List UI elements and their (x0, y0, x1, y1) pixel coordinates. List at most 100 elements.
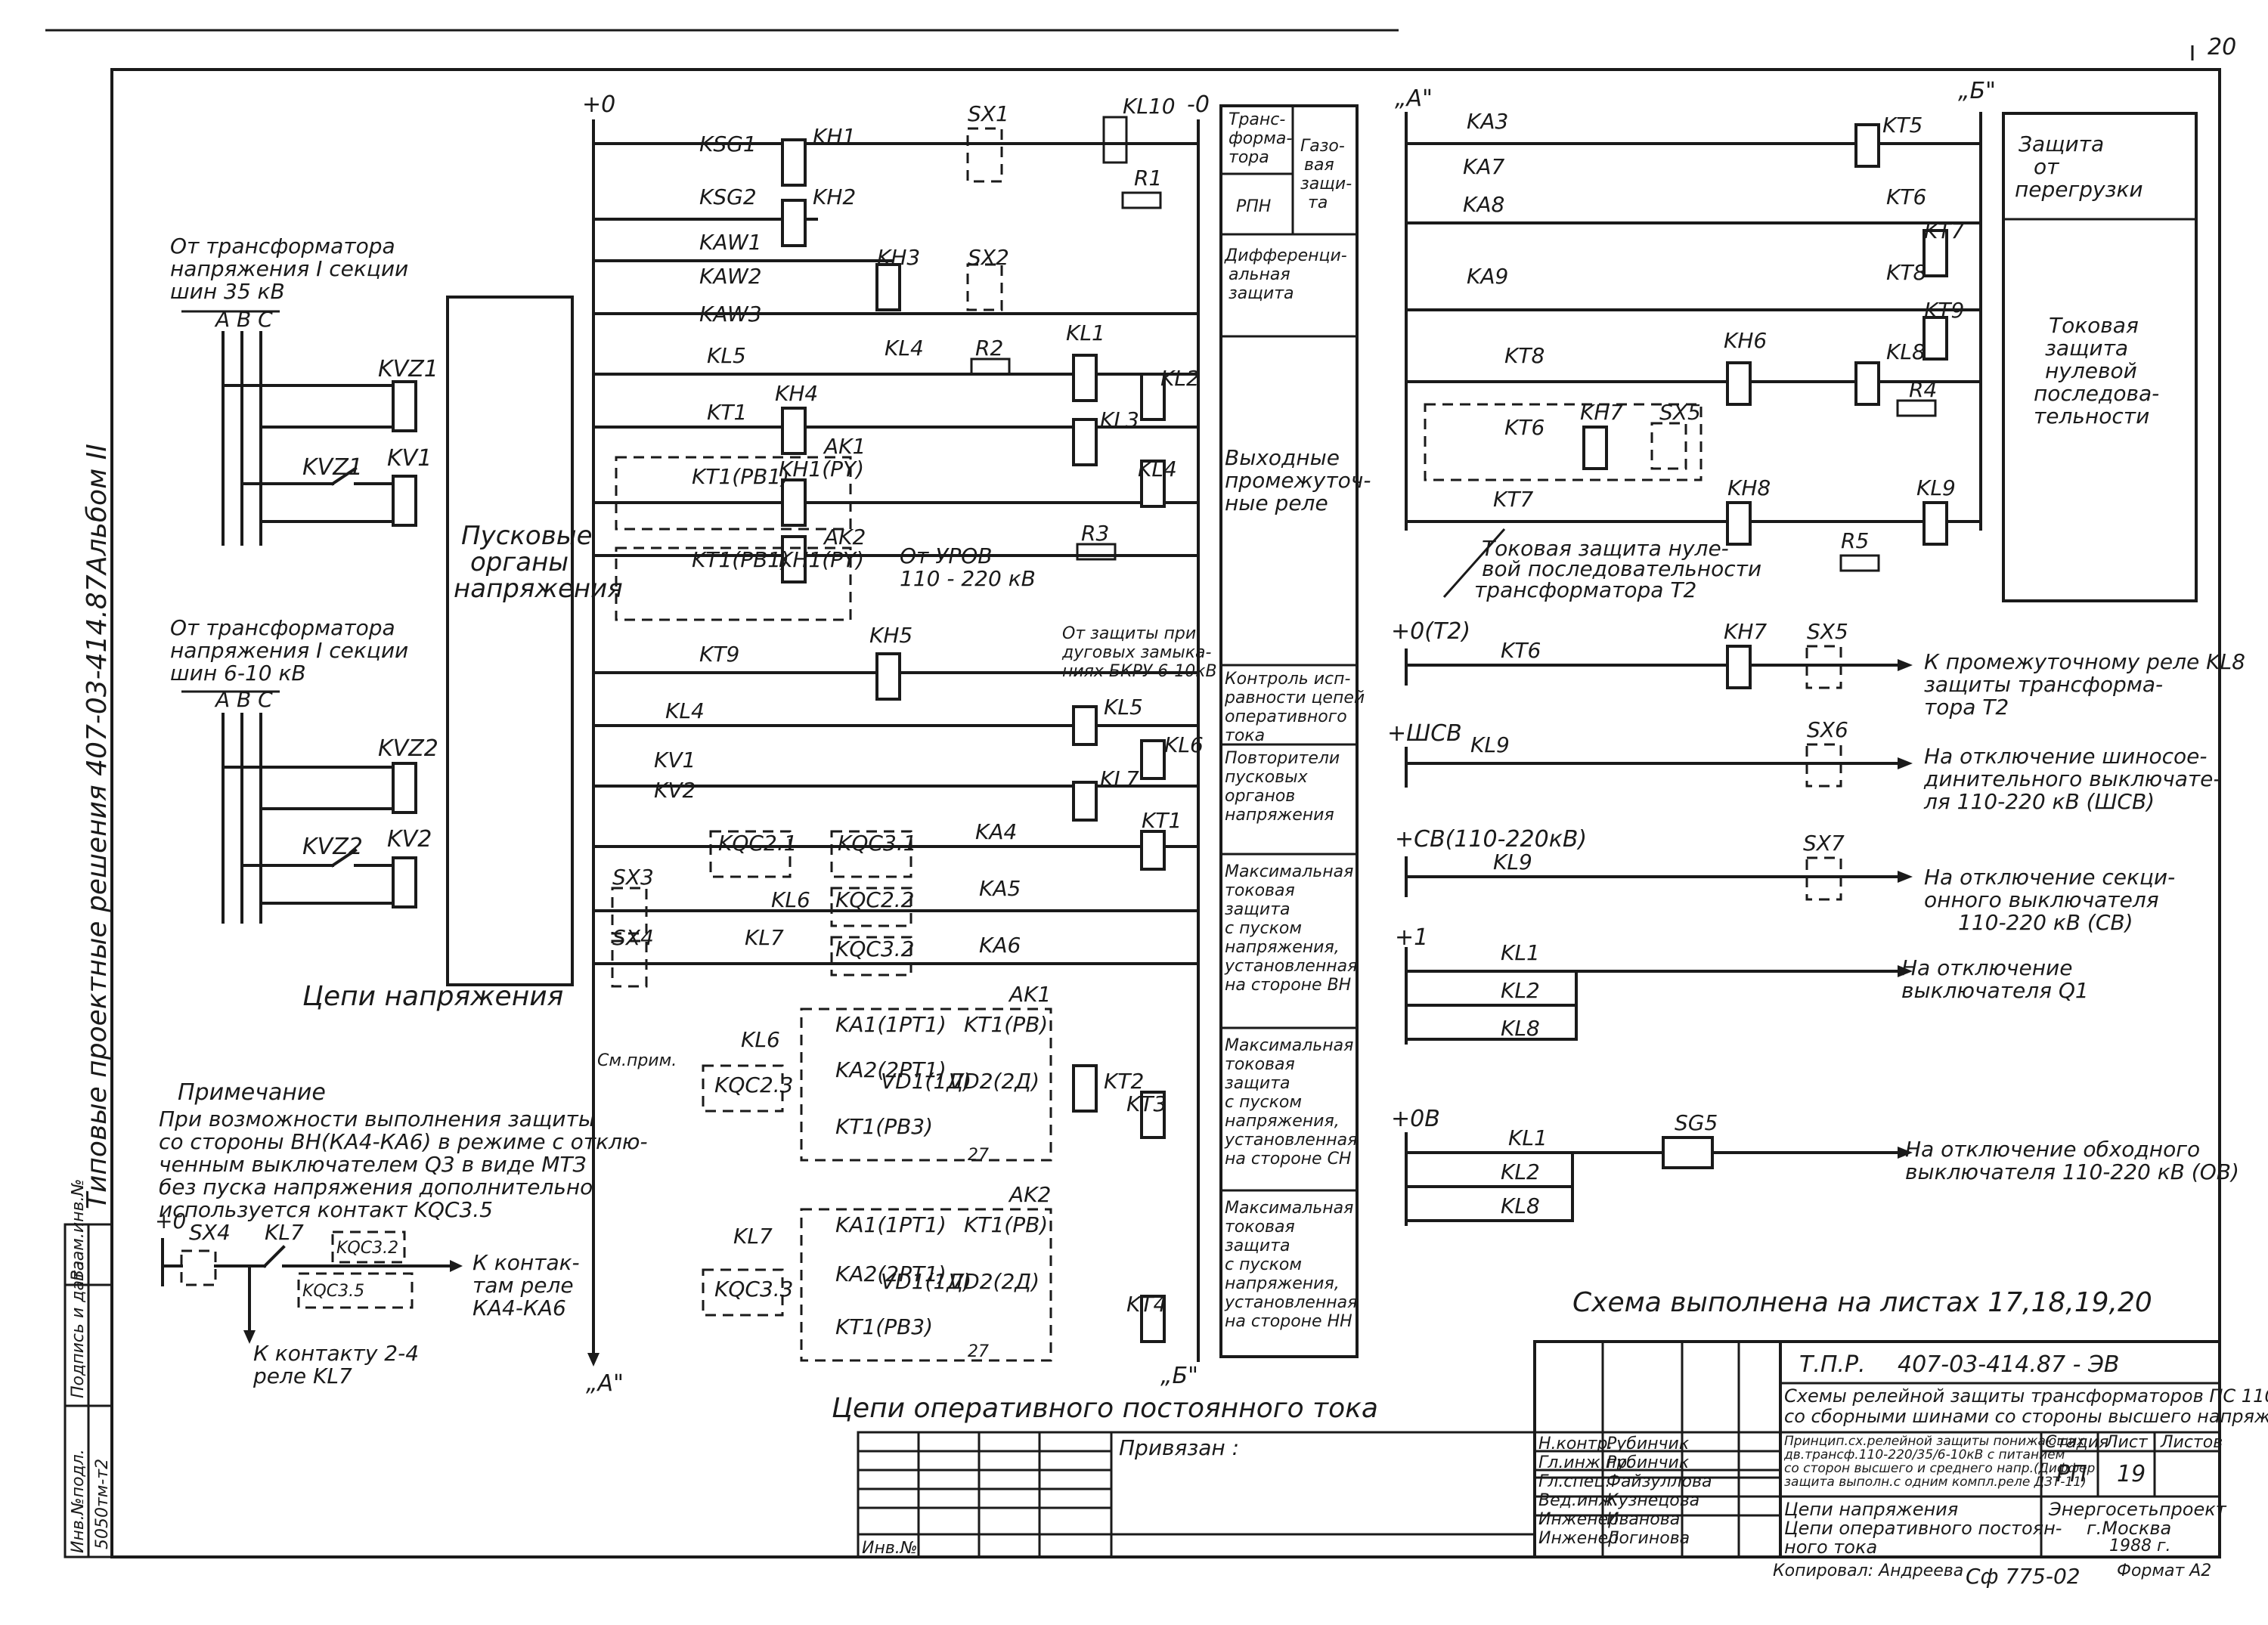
label-middle_section-relays-32: KV1 (654, 748, 696, 772)
label-middle_section-relays-14: R2 (975, 336, 1003, 361)
label-middle_section-relays-40: SX3 (612, 865, 654, 890)
label-right_section-rows-1-dest-2: ля 110-220 кВ (ШСВ) (1923, 789, 2155, 814)
label-middle_section-relays-44: SX4 (612, 925, 654, 950)
label-legend-mtz_vn-2: защита (1225, 900, 1290, 919)
label-title_block-org-0: Энергосетьпроект (2048, 1499, 2227, 1520)
dc-circuits-title: Цепи оперативного постоянного тока (832, 1393, 1378, 1424)
label-middle_section-relays-22: KH1(PY) (779, 457, 864, 481)
label-middle_section-relays-35: KL7 (1100, 766, 1139, 791)
label-right_section-rows-3-dest-1: выключателя Q1 (1901, 978, 2089, 1003)
label-left_section-aux-to_contacts-0: К контак- (472, 1250, 580, 1275)
label-title_block-roles-3: Вед.инж. (1538, 1491, 1619, 1510)
label-right_section-rows-1-items-1: SX6 (1807, 717, 1848, 742)
label-left_section-labels-kvz2c: KVZ2 (302, 834, 363, 860)
label-middle_section-relays-8: KAW2 (699, 264, 762, 289)
label-title_block-format: Формат А2 (2117, 1562, 2211, 1580)
label-legend-gas-0: Газо- (1300, 137, 1345, 156)
kv1-relay (392, 475, 417, 527)
label-middle_section-relays-36: KQC2.1 (718, 831, 797, 856)
label-title_block-names-5: Логинова (1606, 1529, 1690, 1548)
label-middle_section-relays-33: KL6 (1164, 732, 1204, 757)
label-legend-diff-2: защита (1228, 284, 1294, 303)
label-middle_section-relays-27: R3 (1081, 521, 1109, 546)
label-title_block-sheets_h: Листов (2160, 1433, 2223, 1452)
kvz2-relay (392, 762, 417, 814)
label-title_block-roles-1: Гл.инж.пр. (1538, 1453, 1632, 1472)
label-right_section-rows-3-items-2: KL8 (1501, 1016, 1540, 1041)
label-middle_section-relays-1: KH1 (813, 124, 856, 149)
label-right_section-zero_seq-3: последова- (2034, 381, 2159, 406)
label-middle_section-arc-1: дуговых замыка- (1061, 643, 1212, 662)
label-middle_section-relays-54: VD1(1Д) (881, 1069, 971, 1094)
label-legend-repeaters-0: Повторители (1225, 749, 1340, 768)
label-title_block-subject-2: ного тока (1784, 1537, 1877, 1558)
label-middle_section-relays-50: AK1 (1008, 982, 1051, 1007)
label-right_section-rows-4-dest-1: выключателя 110-220 кВ (ОВ) (1905, 1159, 2239, 1184)
label-legend-control-3: тока (1225, 726, 1265, 745)
label-right_section-relays-19: R5 (1841, 528, 1869, 553)
label-legend-mtz_sn-0: Максимальная (1225, 1036, 1353, 1055)
label-middle_section-relays-38: KA4 (975, 819, 1017, 844)
label-legend-mtz_nn-0: Максимальная (1225, 1199, 1353, 1218)
label-right_section-rows-3-items-0: KL1 (1501, 940, 1540, 965)
label-right_section-rows-4-dest-0: На отключение обходного (1905, 1137, 2200, 1162)
label-legend-control-1: равности цепей (1224, 689, 1365, 707)
label-right_section-relays-8: KT9 (1924, 298, 1964, 323)
label-title_block-desc-2: со сторон высшего и среднего напр.(Диффе… (1784, 1461, 2095, 1476)
label-title_block-desc-1: дв.трансф.110-220/35/6-10кВ с питанием (1783, 1447, 2065, 1462)
label-legend-transformer-2: тора (1228, 148, 1269, 167)
label-legend-mtz_nn-5: установленная (1224, 1293, 1357, 1312)
trip-outputs: +0(Т2) KT6 KH7 SX5 К промежуточному реле… (1387, 618, 2245, 1318)
label-middle_section-relays-18: KH4 (775, 381, 818, 406)
label-legend-mtz_sn-6: на стороне СН (1225, 1150, 1351, 1168)
kvz1-relay (392, 380, 417, 432)
label-middle_section-relays-48: KL6 (741, 1027, 780, 1052)
label-right_section-rows-4-items-0: KL1 (1508, 1125, 1548, 1150)
label-right_section-rows-3-dest-0: На отключение (1901, 955, 2072, 980)
label-left_section-stamp_cols-2: Взам.инв.№ (69, 1179, 88, 1281)
label-middle_section-relays-23: KL4 (1138, 457, 1177, 481)
label-middle_section-relays-28: KT9 (699, 642, 739, 667)
label-right_section-rows-0-items-0: KT6 (1501, 638, 1541, 663)
label-legend-mtz_sn-3: с пуском (1225, 1093, 1302, 1112)
label-right_section-rows-2-bus: +СВ(110-220кВ) (1395, 826, 1587, 853)
label-middle_section-relays-53: KA2(2PT1) (835, 1057, 947, 1082)
label-legend-rpn: РПН (1236, 197, 1271, 216)
label-left_section-aux-to_contacts-1: там реле (472, 1273, 574, 1298)
label-middle_section-relays-49: KQC2.3 (714, 1072, 793, 1097)
label-left_section-labels-kvz1c: KVZ1 (302, 454, 363, 481)
label-middle_section-relays-65: VD1(1Д) (881, 1269, 971, 1294)
label-title_block-desc-3: защита выполн.с одним компл.реле ДЗТ-11) (1784, 1475, 2087, 1490)
label-title_block-stage_h: Стадия (2045, 1433, 2108, 1452)
label-legend-repeaters-2: органов (1225, 787, 1295, 806)
label-middle_section-arc-0: От защиты при (1062, 624, 1196, 643)
label-legend-mtz_sn-5: установленная (1224, 1131, 1357, 1150)
voltage-starter-box (446, 296, 574, 986)
label-left_section-note_lines-4: используется контакт KQC3.5 (159, 1197, 493, 1222)
label-right_section-relays-3: KA8 (1463, 192, 1504, 217)
label-right_section-rows-0-dest-1: защиты трансформа- (1924, 672, 2163, 697)
label-title_block-code: 407-03-414.87 - ЭВ (1898, 1351, 2119, 1378)
label-middle_section-relays-30: KL4 (665, 698, 705, 723)
label-title_block-inv: Инв.№ (862, 1539, 918, 1558)
label-middle_section-relays-51: KA1(1PT1) (835, 1012, 947, 1037)
label-legend-mtz_vn-1: токовая (1225, 881, 1295, 900)
label-left_section-note_lines-1: со стороны ВН(КА4-КА6) в режиме с отклю- (159, 1129, 648, 1154)
label-title_block-roles-5: Инженер (1538, 1529, 1619, 1548)
label-right_section-overload-0: Защита (2019, 132, 2104, 156)
label-legend-repeaters-1: пусковых (1225, 768, 1309, 787)
label-right_section-relays-16: KT7 (1493, 487, 1533, 512)
label-legend-outputs-2: ные реле (1225, 491, 1328, 515)
label-right_section-rows-1-items-0: KL9 (1470, 732, 1510, 757)
label-right_section-rows-2-items-0: KL9 (1493, 850, 1532, 874)
label-title_block-sheet_h: Лист (2105, 1433, 2149, 1452)
label-series: Типовые проектные решения 407-03-414.87 (82, 574, 113, 1209)
label-middle_section-relays-12: KL5 (707, 343, 746, 368)
label-middle_section-relays-4: R1 (1134, 166, 1162, 190)
label-title_block-sheet: 19 (2117, 1461, 2146, 1487)
label-middle_section-relays-13: KL4 (885, 336, 924, 361)
label-left_section-aux-plus: +0 (155, 1209, 186, 1233)
label-left_section-stamp_val: 5050тм-т2 (93, 1459, 112, 1549)
label-right_section-rows-0-items-1: KH7 (1724, 619, 1767, 644)
